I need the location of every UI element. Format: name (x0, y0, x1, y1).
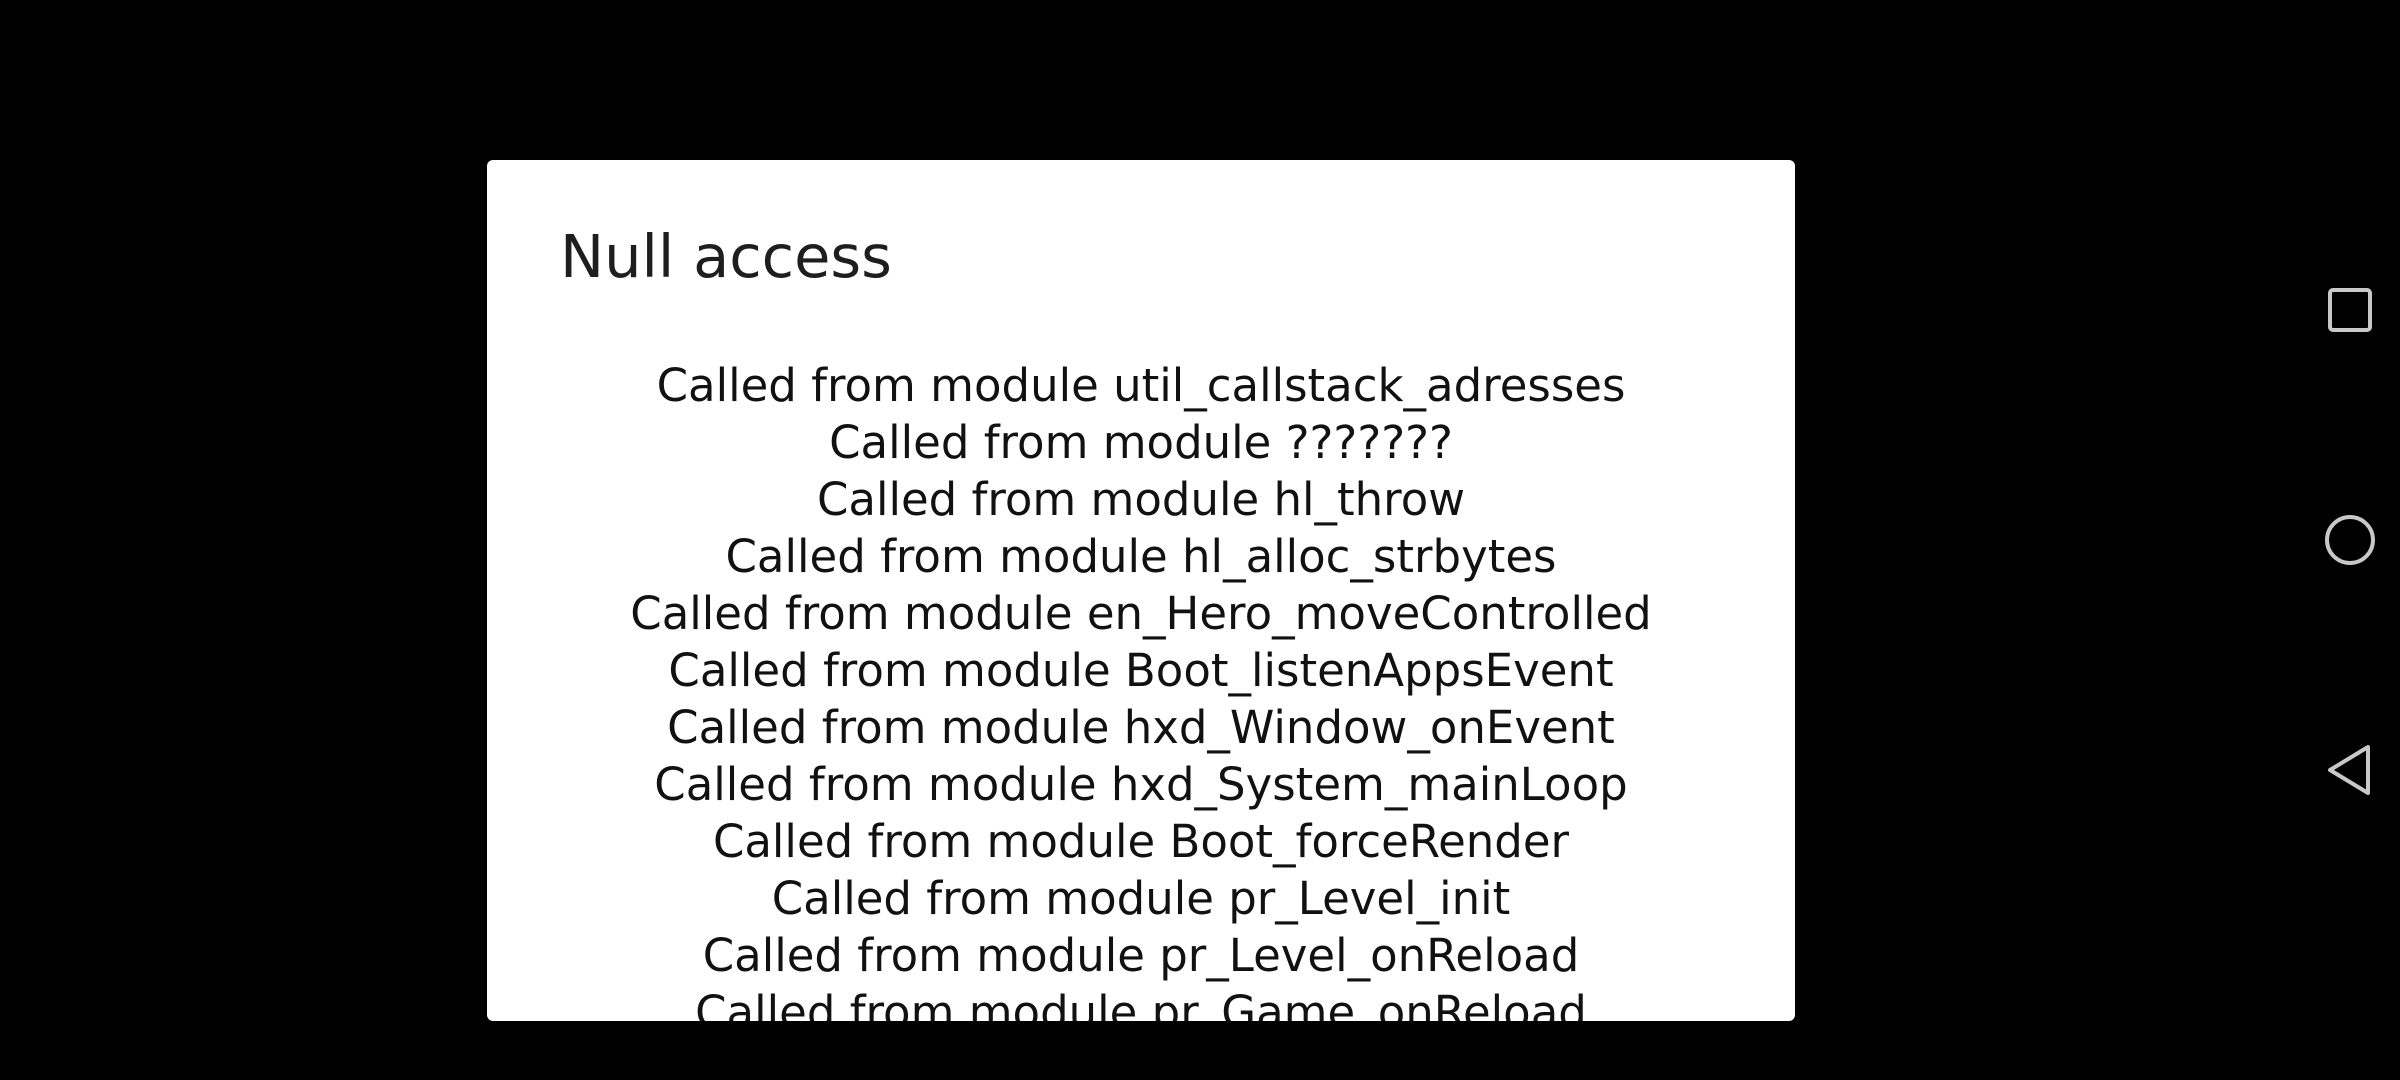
home-button[interactable] (2318, 508, 2382, 572)
trace-line: Called from module hl_alloc_strbytes (725, 530, 1557, 583)
trace-line: Called from module pr_Level_init (771, 872, 1511, 925)
trace-line: Called from module Boot_forceRender (712, 815, 1570, 868)
trace-line: Called from module hxd_System_mainLoop (654, 758, 1628, 811)
trace-line: Called from module en_Hero_moveControlle… (630, 587, 1652, 640)
trace-line: Called from module pr_Game_onReload (695, 986, 1587, 1021)
trace-line: Called from module hxd_Window_onEvent (667, 701, 1615, 754)
square-recents-icon (2328, 288, 2372, 332)
triangle-back-icon (2328, 745, 2370, 795)
trace-line: Called from module hl_throw (816, 473, 1466, 526)
trace-line: Called from module util_callstack_adress… (656, 359, 1626, 412)
dialog-title: Null access (560, 222, 892, 291)
trace-line: Called from module Boot_listenAppsEvent (668, 644, 1614, 697)
recents-button[interactable] (2318, 278, 2382, 342)
stack-trace[interactable]: Called from module util_callstack_adress… (487, 357, 1795, 1021)
navigation-bar (2300, 0, 2400, 1080)
trace-line: Called from module ??????? (829, 416, 1453, 469)
circle-home-icon (2325, 515, 2375, 565)
back-button[interactable] (2318, 738, 2382, 802)
error-dialog: Null access Called from module util_call… (487, 160, 1795, 1021)
trace-line: Called from module pr_Level_onReload (702, 929, 1580, 982)
